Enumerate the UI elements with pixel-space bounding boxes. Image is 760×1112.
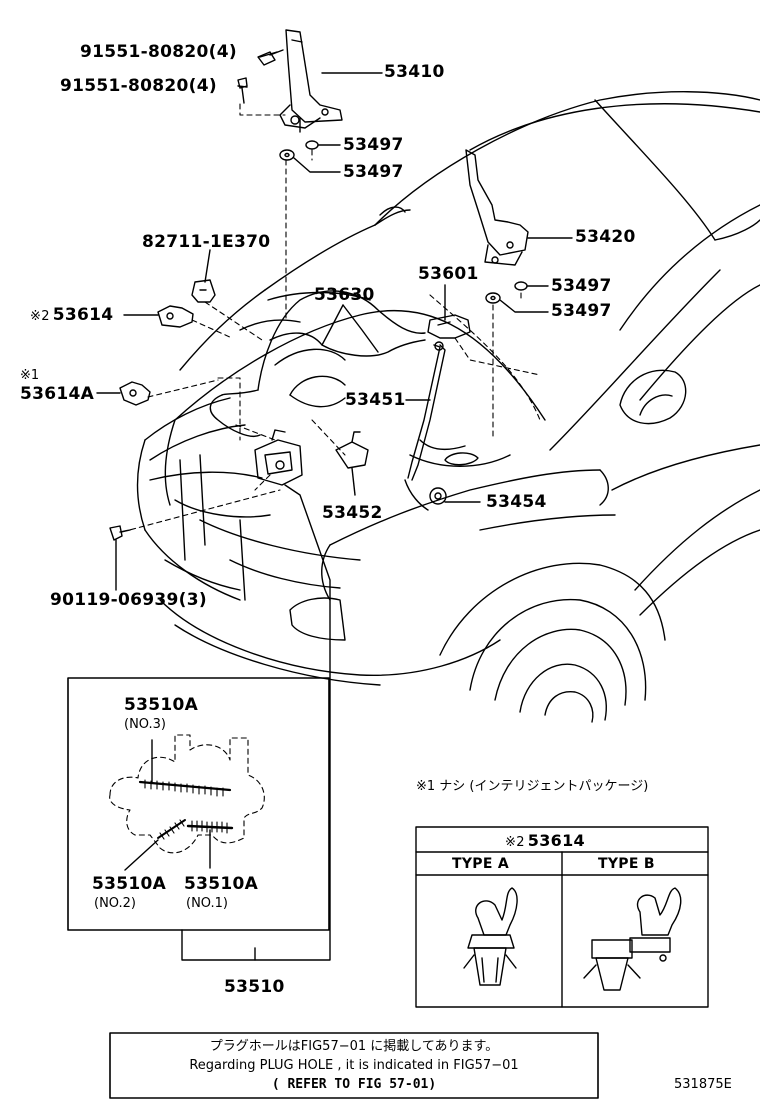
type-table-col-b: TYPE B xyxy=(598,856,655,872)
inset-part-right: 53510A xyxy=(184,874,259,894)
type-table xyxy=(415,826,709,1008)
type-table-header-part: 53614 xyxy=(527,831,585,850)
callout-clamp-mark: ※2 xyxy=(30,309,50,324)
callout-support-rod: 53451 xyxy=(345,390,406,410)
holder-drawing xyxy=(429,487,447,505)
reference-line-3: ( REFER TO FIG 57-01) xyxy=(271,1077,437,1092)
callout-clamp-a: 53614A xyxy=(20,384,95,404)
screw-drawing xyxy=(109,525,131,541)
inset-part-right-no: (NO.1) xyxy=(186,896,228,911)
callout-clamp-number: 53614 xyxy=(52,305,114,325)
reference-box-frame xyxy=(109,1032,599,1099)
callout-washer-2: 53497 xyxy=(343,162,404,182)
release-cable-drawing xyxy=(209,290,426,437)
leader-lines xyxy=(96,51,573,961)
reference-line-2: Regarding PLUG HOLE , it is indicated in… xyxy=(189,1058,519,1073)
callout-clamp-a-mark: ※1 xyxy=(20,368,40,383)
hook-drawing xyxy=(335,431,369,469)
reference-line-1: プラグホールはFIG57−01 に掲載してあります。 xyxy=(209,1039,499,1054)
clamp-a-drawing xyxy=(119,381,151,406)
callout-bolt-a-qty: (4) xyxy=(208,42,237,62)
callout-bolt-a-number: 91551-80820 xyxy=(80,42,209,62)
callout-screw-number: 90119-06939 xyxy=(50,590,179,610)
clamp-drawing xyxy=(157,305,194,328)
callout-release-cable: 53630 xyxy=(314,285,375,305)
callout-hinge-rh: 53420 xyxy=(575,227,636,247)
inset-part-left-no: (NO.2) xyxy=(94,896,136,911)
callout-washer-4: 53497 xyxy=(551,301,612,321)
cushion-drawing xyxy=(191,279,216,303)
inset-part-top-no: (NO.3) xyxy=(124,717,166,732)
inset-box xyxy=(67,677,330,931)
callout-holder: 53454 xyxy=(486,492,547,512)
hinge-rh-drawing xyxy=(465,149,529,266)
callout-hinge-lh: 53410 xyxy=(384,62,445,82)
type-table-col-a: TYPE A xyxy=(452,856,510,872)
callout-screw: 90119-06939(3) xyxy=(50,592,207,609)
note-1: ※1 ナシ (インテリジェントパッケージ) xyxy=(416,779,649,794)
callout-screw-qty: (3) xyxy=(178,590,207,610)
callout-bolt-b-qty: (4) xyxy=(188,76,217,96)
car-body-outline xyxy=(136,91,760,723)
callout-washer-1: 53497 xyxy=(343,135,404,155)
callout-bolt-b-number: 91551-80820 xyxy=(60,76,189,96)
lock-drawing xyxy=(254,429,303,486)
callout-bolt-a: 91551-80820(4) xyxy=(80,44,237,61)
callout-washer-3: 53497 xyxy=(551,276,612,296)
callout-lock-assy: 53510 xyxy=(224,977,285,997)
callout-cushion: 82711-1E370 xyxy=(142,232,271,252)
inset-part-left: 53510A xyxy=(92,874,167,894)
callout-lever: 53601 xyxy=(418,264,479,284)
reference-box: プラグホールはFIG57−01 に掲載してあります。 Regarding PLU… xyxy=(110,1036,598,1098)
callout-bolt-b: 91551-80820(4) xyxy=(60,78,217,95)
bolts-drawing xyxy=(237,49,284,104)
inset-part-top: 53510A xyxy=(124,695,199,715)
callout-hook: 53452 xyxy=(322,503,383,523)
figure-code: 531875E xyxy=(674,1077,732,1092)
support-rod-drawing xyxy=(404,341,446,511)
lever-drawing xyxy=(427,314,471,339)
hinge-lh-drawing xyxy=(279,29,343,133)
type-table-header-mark: ※2 xyxy=(505,835,525,850)
dashed-lines xyxy=(121,103,541,533)
